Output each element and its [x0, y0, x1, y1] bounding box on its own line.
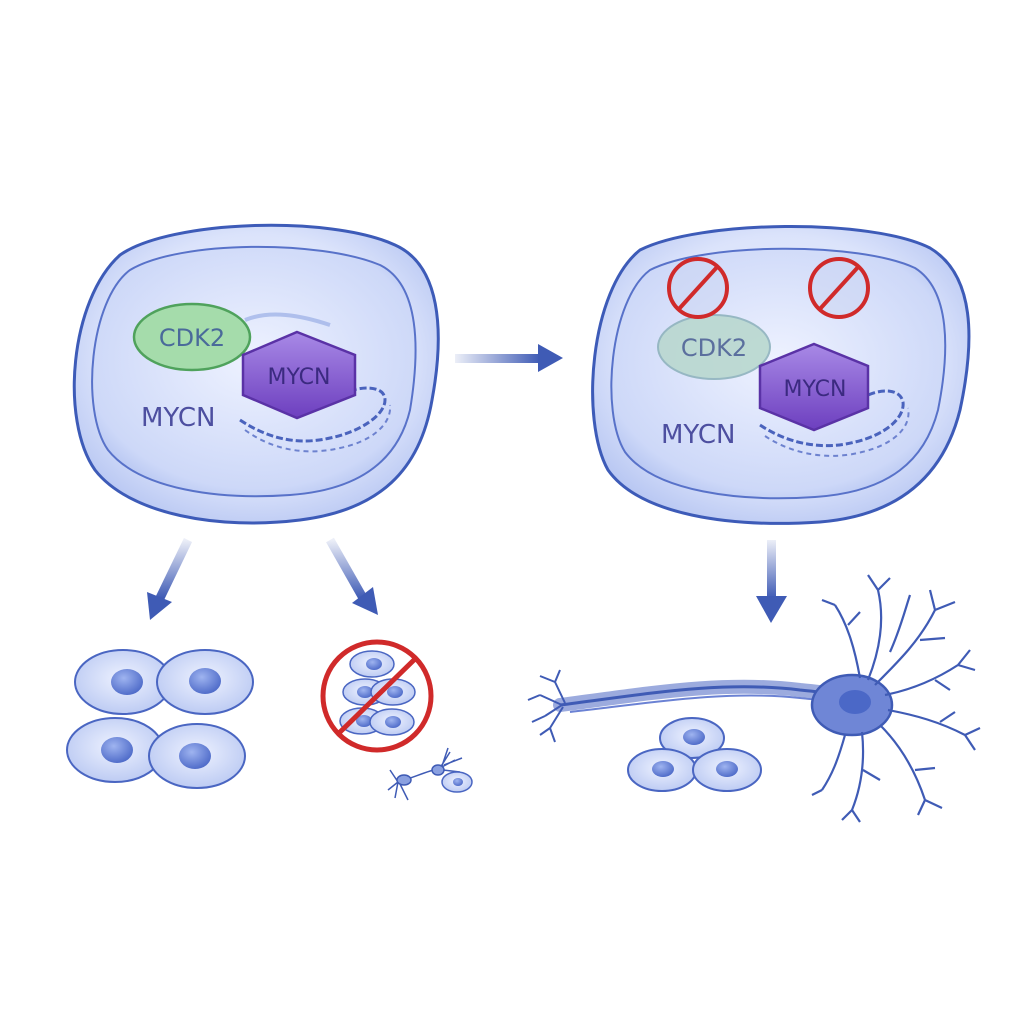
differentiated-outcome	[527, 574, 981, 823]
small-cell	[349, 650, 395, 678]
left-faint-structure	[244, 312, 331, 327]
inhibition-icon	[808, 257, 870, 319]
right-cell: CDK2 MYCN MYCN	[591, 225, 971, 525]
neuron-dendrites	[811, 574, 981, 823]
arrow-down-right	[326, 537, 378, 615]
left-mycn-text-label: MYCN	[141, 403, 216, 433]
proliferating-cell-cluster	[66, 649, 254, 789]
left-cdk2-label: CDK2	[159, 324, 225, 352]
small-cell	[156, 649, 254, 715]
right-dna-strand-2	[764, 407, 910, 457]
small-cell	[370, 678, 416, 706]
arrow-left-to-right	[455, 344, 563, 372]
left-mycn-hex-label: MYCN	[267, 365, 330, 390]
inhibition-icon	[320, 639, 434, 753]
small-cell	[659, 717, 725, 759]
left-mycn-hexagon	[241, 330, 357, 420]
small-neuron	[387, 747, 463, 801]
left-dna-strand	[239, 386, 387, 443]
small-cell	[66, 717, 164, 783]
right-dna-strand	[759, 389, 905, 448]
small-cell	[692, 748, 762, 792]
blocked-cell-cluster	[320, 639, 473, 801]
small-cell	[148, 723, 246, 789]
right-mycn-hexagon	[758, 342, 870, 432]
right-mycn-hex-label: MYCN	[783, 377, 846, 402]
left-cell: CDK2 MYCN MYCN	[72, 223, 440, 525]
left-dna-strand-2	[244, 404, 392, 453]
arrow-down-left	[147, 538, 193, 620]
right-mycn-text-label: MYCN	[661, 420, 736, 450]
small-cell	[369, 708, 415, 736]
small-cell	[627, 748, 697, 792]
right-cdk2-label: CDK2	[681, 334, 747, 362]
left-cdk2-protein	[132, 302, 252, 372]
right-cdk2-protein	[657, 314, 771, 380]
inhibition-icon	[667, 257, 729, 319]
small-cell	[441, 771, 473, 793]
arrow-down-right-cell	[756, 540, 787, 623]
neuron	[527, 574, 981, 823]
